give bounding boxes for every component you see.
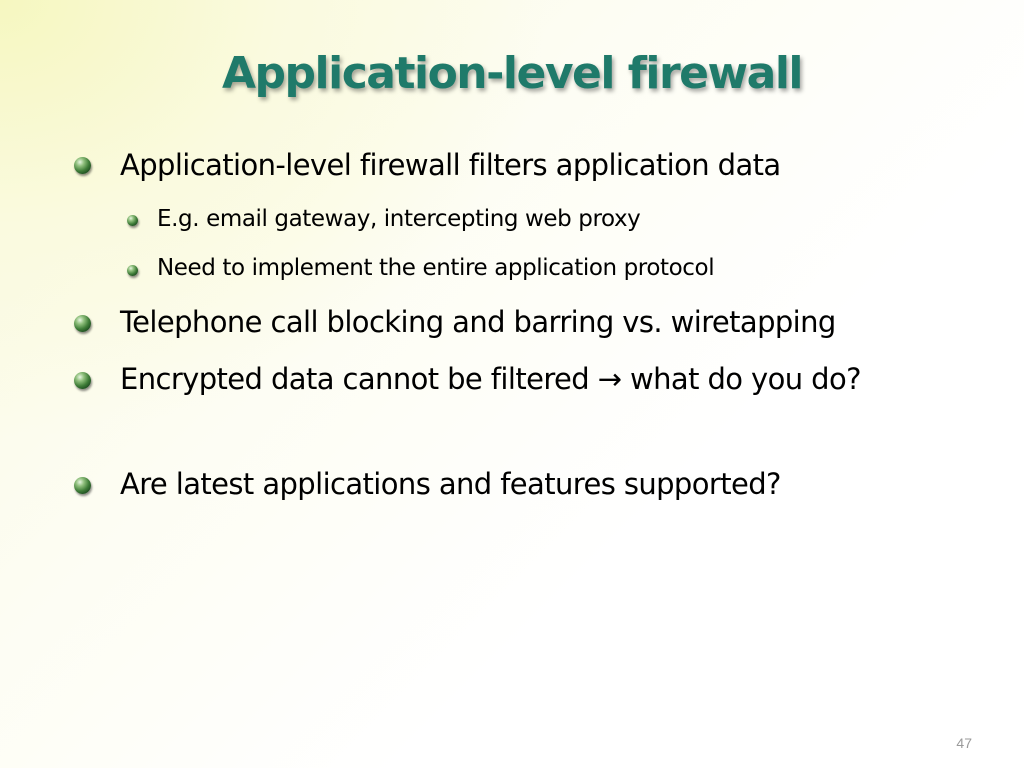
green-sphere-bullet-icon xyxy=(74,315,91,332)
bullet-text: Are latest applications and features sup… xyxy=(120,467,781,501)
green-sphere-bullet-icon xyxy=(74,157,91,174)
bullet-text: Application-level firewall filters appli… xyxy=(120,148,781,182)
small-green-sphere-bullet-icon xyxy=(127,265,138,276)
sub-bullet-text: E.g. email gateway, intercepting web pro… xyxy=(157,206,641,232)
page-number: 47 xyxy=(956,735,972,751)
slide-title: Application-level firewall xyxy=(221,48,804,99)
bullet-text: Encrypted data cannot be filtered → what… xyxy=(120,362,861,396)
green-sphere-bullet-icon xyxy=(74,372,91,389)
small-green-sphere-bullet-icon xyxy=(127,215,138,226)
sub-bullet-text: Need to implement the entire application… xyxy=(157,255,715,281)
bullet-text: Telephone call blocking and barring vs. … xyxy=(120,305,836,339)
green-sphere-bullet-icon xyxy=(74,477,91,494)
